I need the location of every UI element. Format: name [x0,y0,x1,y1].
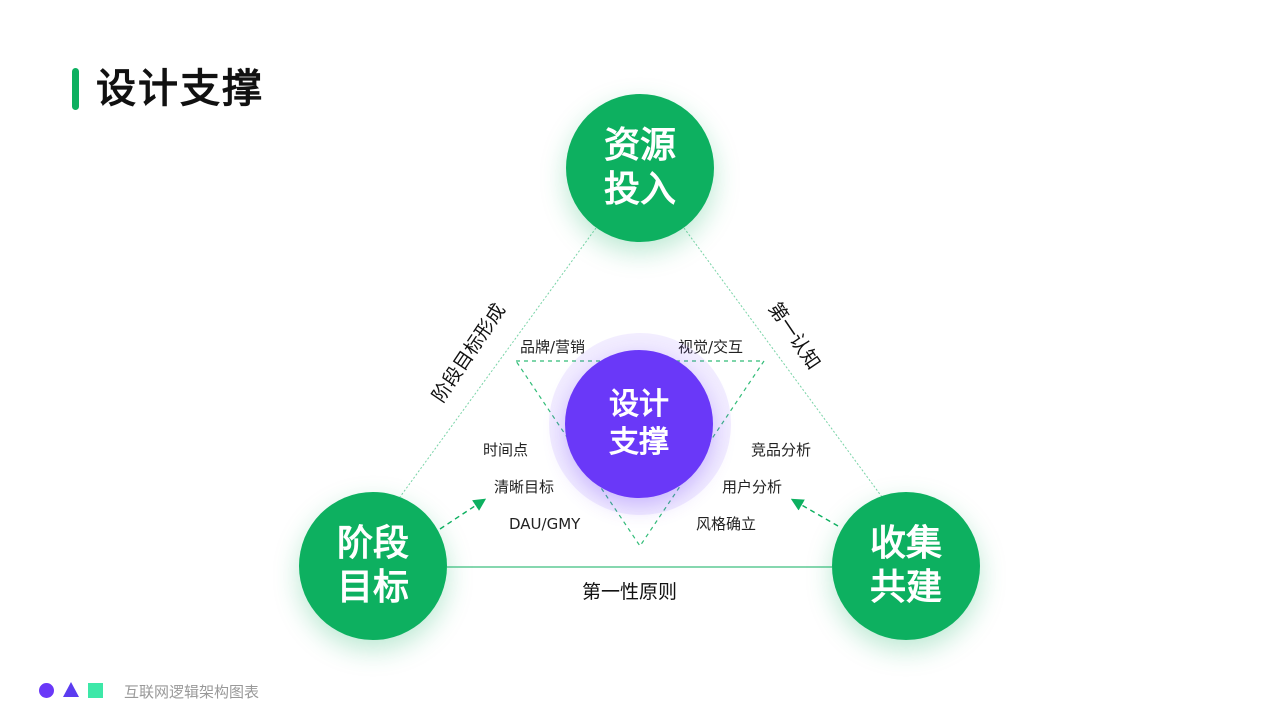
tag-left-3: DAU/GMY [509,515,581,533]
node-design-support-label: 设计支撑 [609,387,669,460]
node-stage-goal: 阶段目标 [299,492,447,640]
page-title: 设计支撑 [96,66,264,112]
node-resource-input: 资源投入 [566,94,714,242]
tag-right-3: 风格确立 [696,515,757,533]
arrow-left [439,498,487,530]
tag-left-2: 清晰目标 [494,478,555,496]
tag-top-right: 视觉/交互 [678,338,744,356]
footer-caption: 互联网逻辑架构图表 [124,683,260,701]
tag-right-2: 用户分析 [722,478,783,496]
tag-right-1: 竞品分析 [751,441,812,459]
node-collect-build: 收集共建 [832,492,980,640]
node-stage-goal-label: 阶段目标 [336,523,409,608]
tag-top-left: 品牌/营销 [520,338,586,356]
node-collect-build-label: 收集共建 [869,523,942,608]
triangle-icon [63,682,79,697]
circle-icon [39,683,54,698]
tag-left-1: 时间点 [483,441,529,459]
arrow-right [790,498,839,527]
title-accent-bar [72,68,79,110]
node-design-support: 设计支撑 [565,350,713,498]
square-icon [88,683,103,698]
edge-line-left [399,227,597,498]
edge-label-bottom: 第一性原则 [582,581,678,603]
node-resource-input-label: 资源投入 [603,125,676,210]
